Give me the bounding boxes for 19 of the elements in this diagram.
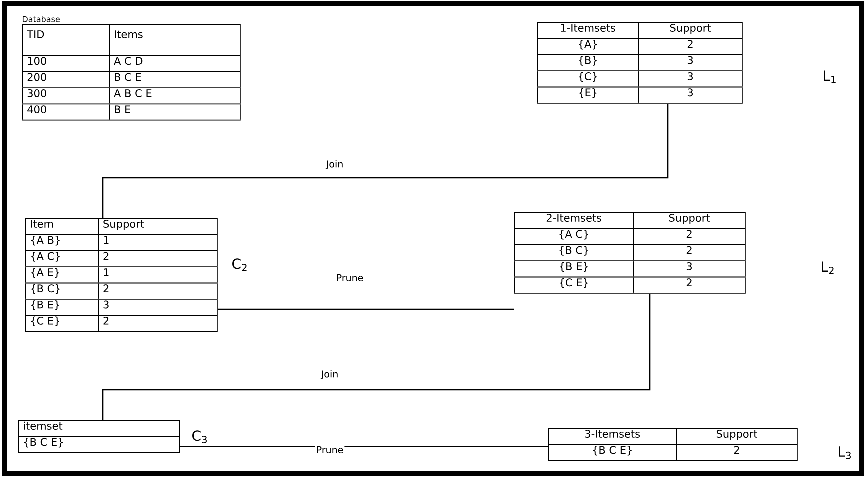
set-label: C$_{3}$ [192, 430, 207, 444]
set-label: L$_{2}$ [822, 262, 834, 274]
edge-label: Prune [335, 273, 365, 283]
data-table: 2-Itemsets Support {A C} 2 {B C} 2 {B E} 3 {C E} 2 [514, 212, 746, 294]
connector-line [102, 104, 669, 218]
edge-label: Join [320, 369, 340, 381]
connector-line [102, 294, 651, 420]
set-label: L$_{1}$ [824, 70, 836, 84]
set-label: C$_{2}$ [232, 258, 247, 272]
set-label: L$_{3}$ [839, 446, 851, 460]
data-table: itemset {B C E} [18, 420, 180, 454]
connector-line [218, 308, 514, 310]
data-table: 3-Itemsets Support {B C E} 2 [548, 428, 798, 462]
edge-label: Prune [315, 445, 345, 455]
data-table: 1-Itemsets Support {A} 2 {B} 3 {C} 3 {E} 3 [536, 22, 744, 104]
data-table: Database TID Items 100 A C D 200 B C E 300 A B C E 400 B E [22, 16, 242, 121]
edge-label: Join [325, 159, 345, 171]
data-table: Item Support {A B} 1 {A C} 2 {A E} 1 {B C} 2 {B E} 3 {C E} 2 [24, 218, 218, 332]
connector-line [180, 446, 548, 448]
